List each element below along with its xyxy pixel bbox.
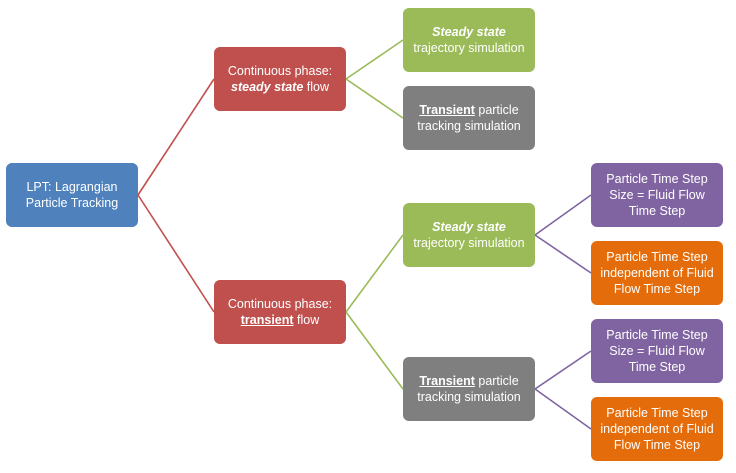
sim-steady-node-1[interactable]: Steady state trajectory simulation — [403, 8, 535, 72]
sim-transient-2-line2: tracking simulation — [417, 390, 521, 404]
step-equal-1-line3: Time Step — [628, 204, 686, 218]
step-indep-2-line2: independent of Fluid — [600, 422, 714, 436]
phase-transient-rest: flow — [293, 313, 320, 327]
phase-steady-emph: steady state — [231, 80, 304, 94]
sim-steady-node-2[interactable]: Steady state trajectory simulation — [403, 203, 535, 267]
sim-transient-node-2[interactable]: Transient particle tracking simulation — [403, 357, 535, 421]
root-line2: Particle Tracking — [25, 196, 119, 210]
connector-sim-transient-step-indep — [534, 388, 592, 430]
phase-transient-node[interactable]: Continuous phase: transient flow — [214, 280, 346, 344]
phase-transient-line1: Continuous phase: — [227, 297, 333, 311]
phase-steady-rest: flow — [303, 80, 329, 94]
connector-sim-steady-step-indep — [534, 234, 592, 274]
connector-root-phase-transient — [137, 194, 215, 313]
sim-transient-1-rest: particle — [474, 103, 519, 117]
sim-steady-2-emph: Steady state — [432, 220, 506, 234]
step-indep-node-1[interactable]: Particle Time Step independent of Fluid … — [591, 241, 723, 305]
sim-steady-2-line2: trajectory simulation — [413, 236, 525, 250]
step-equal-2-line2: Size = Fluid Flow — [609, 344, 705, 358]
sim-transient-node-1[interactable]: Transient particle tracking simulation — [403, 86, 535, 150]
phase-steady-line1: Continuous phase: — [227, 64, 333, 78]
step-equal-1-line1: Particle Time Step — [606, 172, 708, 186]
sim-transient-2-rest: particle — [474, 374, 519, 388]
connector-phase-steady-sim-steady — [345, 39, 404, 80]
step-indep-1-line2: independent of Fluid — [600, 266, 714, 280]
sim-steady-1-emph: Steady state — [432, 25, 506, 39]
step-equal-2-line1: Particle Time Step — [606, 328, 708, 342]
step-indep-1-line1: Particle Time Step — [606, 250, 708, 264]
root-line1: LPT: Lagrangian — [26, 180, 118, 194]
connector-sim-transient-step-equal — [534, 350, 592, 390]
sim-steady-1-line2: trajectory simulation — [413, 41, 525, 55]
root-node-lpt[interactable]: LPT: Lagrangian Particle Tracking — [6, 163, 138, 227]
sim-transient-2-emph: Transient — [419, 374, 475, 388]
step-equal-1-line2: Size = Fluid Flow — [609, 188, 705, 202]
connector-root-phase-steady — [137, 78, 215, 196]
phase-steady-node[interactable]: Continuous phase: steady state flow — [214, 47, 346, 111]
connector-phase-steady-sim-transient — [345, 78, 404, 119]
step-indep-2-line3: Flow Time Step — [613, 438, 701, 452]
sim-transient-1-line2: tracking simulation — [417, 119, 521, 133]
phase-transient-emph: transient — [240, 313, 294, 327]
connector-sim-steady-step-equal — [534, 194, 592, 236]
step-indep-1-line3: Flow Time Step — [613, 282, 701, 296]
step-indep-node-2[interactable]: Particle Time Step independent of Fluid … — [591, 397, 723, 461]
connector-phase-transient-sim-transient — [345, 311, 404, 390]
step-equal-node-2[interactable]: Particle Time Step Size = Fluid Flow Tim… — [591, 319, 723, 383]
sim-transient-1-emph: Transient — [419, 103, 475, 117]
step-indep-2-line1: Particle Time Step — [606, 406, 708, 420]
step-equal-2-line3: Time Step — [628, 360, 686, 374]
step-equal-node-1[interactable]: Particle Time Step Size = Fluid Flow Tim… — [591, 163, 723, 227]
connector-phase-transient-sim-steady — [345, 234, 404, 313]
